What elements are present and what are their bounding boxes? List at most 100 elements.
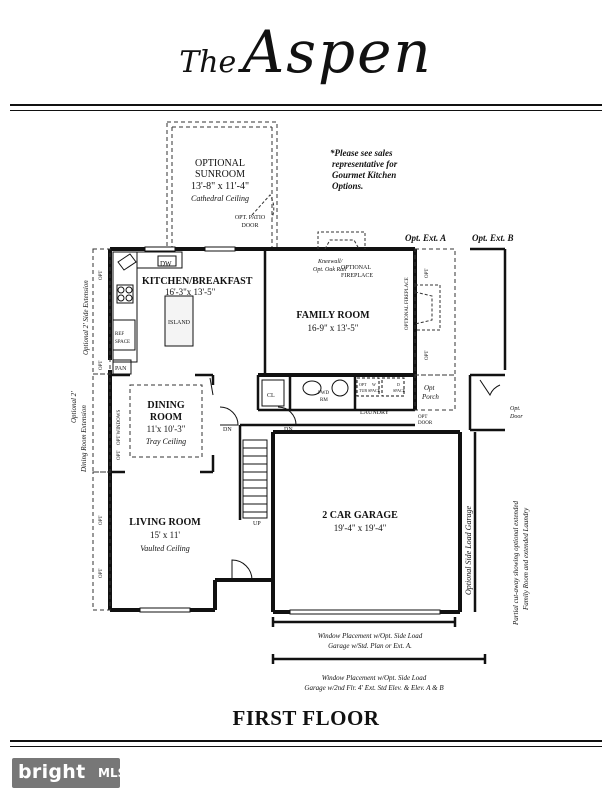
island-label: ISLAND — [168, 320, 191, 326]
garage-labels: 2 CAR GARAGE 19'-4" x 19'-4" — [322, 510, 398, 533]
door-swings — [209, 377, 297, 581]
dw-label: DW — [160, 260, 172, 268]
opt-door-right-1: Opt. — [510, 406, 521, 412]
kitchen-labels: KITCHEN/BREAKFAST 16'-3"x 13'-5" DW ISLA… — [115, 260, 253, 372]
kneewall-2: Opt. Oak Rail — [313, 267, 347, 273]
optional-sunroom-outline — [166, 121, 278, 250]
header-rule — [10, 104, 602, 106]
opt-porch-2: Porch — [421, 393, 439, 401]
family-name: FAMILY ROOM — [296, 310, 370, 321]
dining-name-1: DINING — [147, 400, 184, 411]
header-rule-thin — [10, 110, 602, 111]
sunroom-labels: OPTIONAL SUNROOM 13'-8" x 11'-4" Cathedr… — [191, 158, 266, 229]
opt-porch-1: Opt — [424, 384, 436, 392]
family-size: 16-9" x 13'-5" — [308, 323, 359, 333]
sunroom-name-1: OPTIONAL — [195, 158, 245, 169]
window-placement-bars — [271, 617, 487, 664]
d-space-2: SPACE — [393, 388, 406, 393]
opt-door-laundry-2: DOOR — [418, 421, 433, 426]
opt-label-3: OPT — [99, 516, 104, 525]
sunroom-size: 13'-8" x 11'-4" — [191, 181, 249, 192]
sales-note-1: *Please see sales — [330, 148, 393, 158]
dining-extension-label-2: Dining Room Extension — [80, 405, 88, 473]
opt-patio-door-1: OPT. PATIO — [235, 215, 266, 221]
opt-windows-label: OPT — [117, 451, 122, 460]
title-prefix: The — [179, 45, 237, 80]
window-b-2: Garage w/2nd Flr. 4' Ext. Std Elev. & El… — [304, 684, 444, 692]
kitchen-fixtures — [112, 251, 194, 375]
window-a-2: Garage w/Std. Plan or Ext. A. — [328, 642, 412, 650]
opt-door-swing-right — [479, 379, 501, 397]
sunroom-note: Cathedral Ceiling — [191, 194, 249, 203]
ref-space-1: REF — [115, 332, 124, 337]
tray-ceiling-outline — [129, 384, 203, 458]
opt-patio-door-2: DOOR — [241, 223, 258, 229]
living-name: LIVING ROOM — [129, 517, 201, 528]
dining-name-2: ROOM — [150, 412, 183, 423]
opt-fireplace-top-1: OPTIONAL — [341, 265, 371, 271]
laundry-fixtures — [261, 377, 405, 407]
opt-tub-2: TUB — [359, 388, 367, 393]
title-name: Aspen — [242, 18, 433, 86]
window-a-1: Window Placement w/Opt. Side Load — [318, 632, 423, 640]
floor-label: FIRST FLOOR — [232, 706, 380, 730]
sales-note: *Please see sales representative for Gou… — [330, 148, 398, 191]
footer-rule-thin — [10, 746, 602, 747]
dn-label-2: DN — [284, 427, 293, 433]
living-size: 15' x 11' — [150, 530, 180, 540]
up-label: UP — [253, 521, 261, 527]
side-load-label: Optional Side Load Garage — [464, 505, 473, 595]
w-space-2: SPACE — [368, 388, 381, 393]
patio-door-swing — [251, 194, 275, 219]
dining-labels: DINING ROOM 11'x 10'-3" Tray Ceiling — [146, 400, 186, 446]
window-placement-notes: Window Placement w/Opt. Side Load Garage… — [304, 632, 444, 692]
opt-fireplace-side: OPTIONAL FIREPLACE — [405, 277, 410, 330]
garage-name: 2 CAR GARAGE — [322, 510, 398, 521]
opt-fireplace-top-2: FIREPLACE — [341, 273, 373, 279]
side-extension-label: Optional 2' Side Extension — [82, 280, 90, 355]
pan-label: PAN — [115, 366, 127, 372]
sales-note-2: representative for — [332, 159, 398, 169]
fireplaces — [317, 231, 441, 331]
brand-logo-word: bright — [18, 761, 86, 783]
opt-label-6: OPT — [425, 351, 430, 360]
kitchen-name: KITCHEN/BREAKFAST — [142, 276, 253, 287]
dining-size: 11'x 10'-3" — [147, 424, 186, 434]
windows — [139, 246, 441, 615]
brand-logo-mls: MLS — [98, 766, 127, 780]
sunroom-name-2: SUNROOM — [195, 169, 245, 180]
dining-note: Tray Ceiling — [146, 437, 186, 446]
optional-extension-b — [468, 247, 507, 612]
cl-label: CL — [267, 393, 275, 399]
opt-door-laundry-1: OPT — [418, 415, 427, 420]
partial-cutaway-2: Family Room and extended Laundry — [522, 507, 530, 611]
opt-label-4: OPT — [99, 569, 104, 578]
partial-cutaway-1: Partial cut-away showing optional extend… — [512, 500, 520, 626]
footer-rule — [10, 740, 602, 742]
opt-door-right-2: Door — [509, 414, 523, 420]
pwd-rm-2: RM — [320, 398, 328, 403]
dn-label-1: DN — [223, 427, 232, 433]
ref-space-2: SPACE — [115, 340, 130, 345]
sales-note-4: Options. — [332, 181, 363, 191]
d-space-1: D — [397, 382, 400, 387]
kneewall-1: Kneewall/ — [317, 259, 344, 265]
laundry-label: LAUNDRY — [360, 410, 390, 416]
staircase — [242, 439, 268, 519]
kitchen-size: 16'-3"x 13'-5" — [165, 287, 216, 297]
garage-size: 19'-4" x 19'-4" — [334, 523, 387, 533]
opt-label-1: OPT — [99, 271, 104, 280]
living-note: Vaulted Ceiling — [140, 544, 190, 553]
opt-ext-b-label: Opt. Ext. B — [472, 233, 514, 243]
window-b-1: Window Placement w/Opt. Side Load — [322, 674, 427, 682]
brand-logo: bright MLS — [12, 758, 126, 788]
sales-note-3: Gourmet Kitchen — [332, 170, 396, 180]
opt-ext-a-label: Opt. Ext. A — [405, 233, 446, 243]
opt-windows-text: OPT WINDOWS — [117, 410, 122, 445]
living-labels: LIVING ROOM 15' x 11' Vaulted Ceiling — [129, 517, 201, 553]
family-labels: FAMILY ROOM 16-9" x 13'-5" — [296, 310, 370, 333]
interior-walls — [110, 249, 415, 520]
pwd-rm-1: PWD — [318, 391, 330, 396]
opt-tub-1: OPT — [359, 382, 367, 387]
